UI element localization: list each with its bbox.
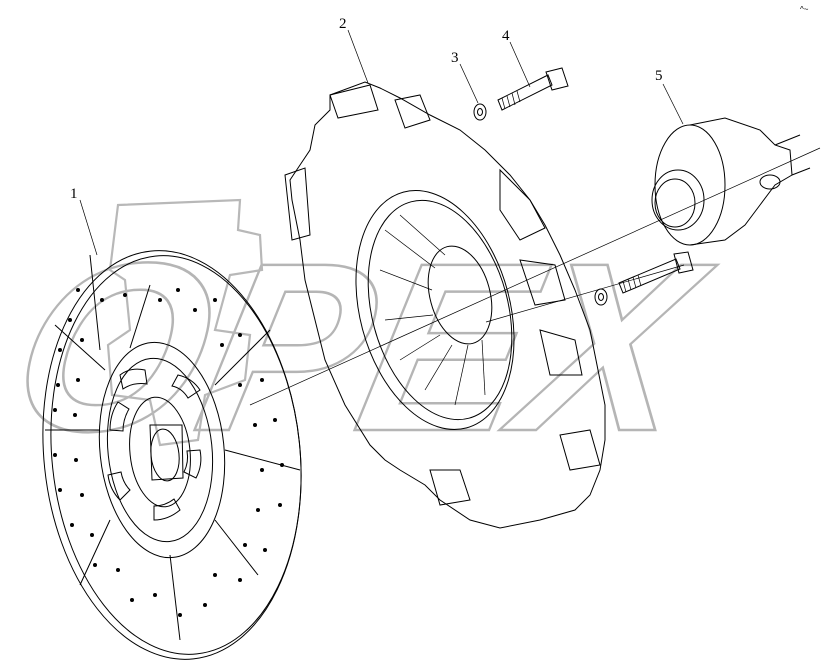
leader-lines <box>79 29 684 256</box>
corner-mark: ^~ <box>800 5 809 14</box>
callout-5: 5 <box>655 68 663 84</box>
bolt <box>497 67 694 294</box>
callout-4: 4 <box>502 28 510 44</box>
callouts: 1 2 3 4 5 <box>70 16 663 202</box>
release-bearing <box>651 117 811 246</box>
diaphragm-fingers <box>379 214 486 406</box>
watermark: OPEX <box>0 198 730 483</box>
bolt-threads <box>501 90 642 293</box>
clutch-disc <box>42 250 302 660</box>
lock-washer <box>473 103 608 306</box>
callout-2: 2 <box>339 16 347 32</box>
callout-3: 3 <box>451 50 459 66</box>
disc-rivet-holes <box>53 288 284 617</box>
callout-1: 1 <box>70 186 78 202</box>
damper-springs <box>107 368 202 521</box>
pressure-plate-cover <box>284 81 606 529</box>
